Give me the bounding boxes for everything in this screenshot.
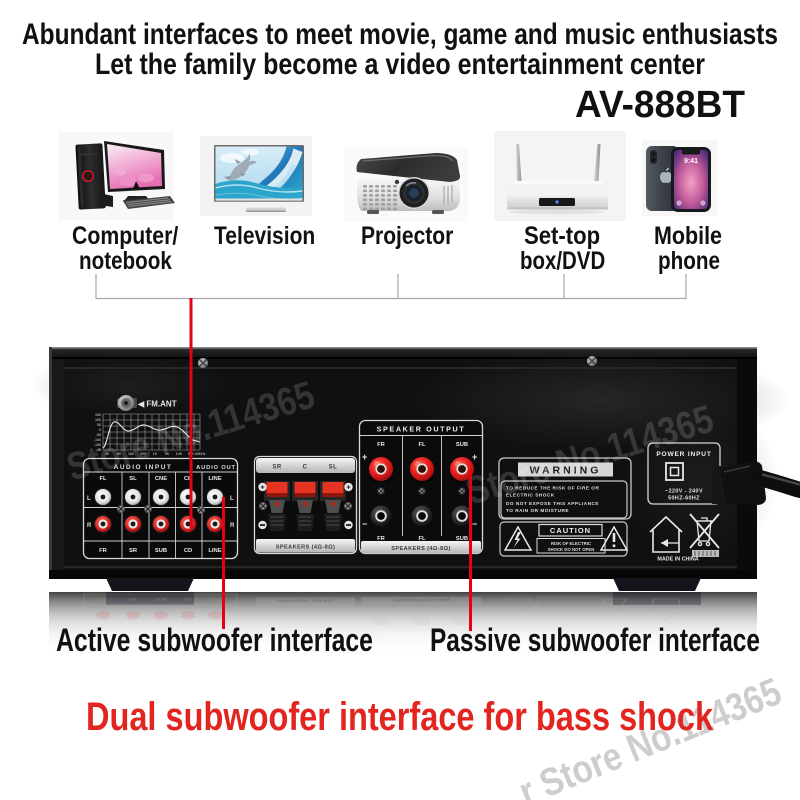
svg-text:-100: -100: [94, 438, 101, 442]
svg-text:150: 150: [95, 413, 101, 417]
svg-text:40KHz: 40KHz: [195, 452, 206, 456]
svg-text:SHOCK DO NOT OPEN: SHOCK DO NOT OPEN: [548, 547, 595, 552]
svg-text:SL: SL: [329, 465, 338, 471]
svg-text:R: R: [87, 523, 92, 529]
svg-text:80: 80: [117, 452, 121, 456]
svg-text:SPEAKERS (4Ω-8Ω): SPEAKERS (4Ω-8Ω): [391, 546, 451, 552]
svg-text:LINE: LINE: [208, 476, 221, 482]
svg-text:ELECTRIC SHOCK: ELECTRIC SHOCK: [506, 493, 555, 498]
svg-text:SPEAKERS (4Ω-8Ω): SPEAKERS (4Ω-8Ω): [276, 545, 336, 551]
svg-text:10K: 10K: [176, 452, 183, 456]
svg-text:DO NOT EXPOSE THIS APPLIANCE: DO NOT EXPOSE THIS APPLIANCE: [506, 501, 599, 506]
svg-text:−: −: [472, 519, 477, 529]
svg-text:+: +: [472, 452, 477, 462]
svg-text:-50: -50: [96, 433, 101, 437]
svg-text:SUB: SUB: [456, 536, 468, 542]
svg-text:SR: SR: [272, 465, 282, 471]
svg-text:FL: FL: [99, 476, 107, 482]
svg-text:R: R: [230, 523, 235, 529]
svg-text:160: 160: [128, 452, 134, 456]
svg-text:+: +: [362, 452, 367, 462]
svg-text:−: −: [362, 519, 367, 529]
svg-text:FL: FL: [418, 442, 426, 448]
svg-text:300: 300: [140, 452, 146, 456]
svg-text:FR: FR: [377, 442, 386, 448]
svg-text:L: L: [87, 496, 91, 502]
svg-text:SL: SL: [129, 476, 137, 482]
svg-text:C: C: [303, 465, 308, 471]
svg-text:5K: 5K: [165, 452, 170, 456]
svg-text:TO RAIN OR MOISTURE: TO RAIN OR MOISTURE: [506, 508, 569, 513]
svg-text:FR: FR: [377, 536, 386, 542]
svg-text:RISK OF ELECTRIC: RISK OF ELECTRIC: [551, 541, 591, 546]
svg-text:FR: FR: [99, 548, 108, 554]
svg-text:SPEAKER OUTPUT: SPEAKER OUTPUT: [377, 425, 466, 434]
svg-text:AUDIO INPUT: AUDIO INPUT: [114, 464, 173, 471]
svg-text:L: L: [230, 496, 234, 502]
svg-text:MADE IN CHINA: MADE IN CHINA: [657, 557, 698, 563]
svg-text:-150: -150: [94, 443, 101, 447]
svg-text:0: 0: [99, 428, 101, 432]
svg-text:◀ FM.ANT: ◀ FM.ANT: [137, 400, 177, 409]
svg-text:100: 100: [95, 418, 101, 422]
svg-text:50: 50: [97, 423, 101, 427]
svg-text:WARNING: WARNING: [530, 465, 602, 477]
svg-text:AUDIO OUT: AUDIO OUT: [196, 465, 236, 471]
svg-text:-dB: -dB: [95, 448, 101, 452]
svg-text:~220V - 240V: ~220V - 240V: [665, 489, 703, 495]
svg-text:LINE: LINE: [208, 548, 221, 554]
svg-text:FL: FL: [418, 536, 426, 542]
svg-text:TO REDUCE THE RISK OF FIRE OR: TO REDUCE THE RISK OF FIRE OR: [506, 486, 599, 491]
svg-text:SUB: SUB: [456, 442, 468, 448]
svg-text:50HZ-60HZ: 50HZ-60HZ: [668, 496, 700, 502]
svg-text:CAUTION: CAUTION: [550, 526, 591, 535]
svg-text:SR: SR: [129, 548, 138, 554]
svg-text:SUB: SUB: [155, 548, 167, 554]
svg-text:1K: 1K: [153, 452, 158, 456]
svg-text:40: 40: [105, 452, 109, 456]
svg-text:CD: CD: [184, 476, 192, 482]
svg-text:POWER INPUT: POWER INPUT: [656, 451, 711, 458]
svg-text:9:41: 9:41: [684, 158, 698, 165]
svg-text:+: +: [260, 485, 264, 492]
svg-text:CD: CD: [184, 548, 192, 554]
svg-text:CNE: CNE: [155, 476, 167, 482]
svg-text:+: +: [346, 485, 350, 492]
